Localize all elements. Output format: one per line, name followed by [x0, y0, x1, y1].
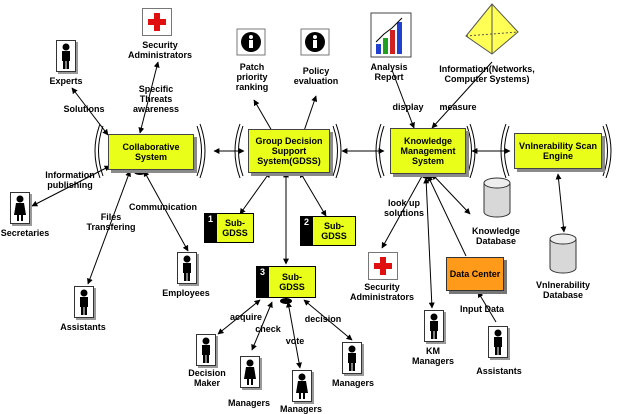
- sub-gdss-1-number: 1: [204, 213, 217, 243]
- policy-eval-label: Policy evaluation: [293, 66, 339, 86]
- pyramid-icon: [462, 2, 522, 63]
- vote-label: vote: [285, 336, 305, 346]
- files-transfering-label: Files Transfering: [86, 212, 136, 232]
- edge-employees: [143, 170, 189, 252]
- km-managers-label: KM Managers: [411, 346, 455, 366]
- sub-gdss-2-label: Sub-GDSS: [313, 216, 356, 246]
- decision-label: decision: [304, 314, 342, 324]
- patch-priority-label: Patch priority ranking: [235, 62, 269, 92]
- knowledge-database-icon: [482, 176, 512, 225]
- hub-sub3: [280, 298, 292, 304]
- communication-label: Communication: [128, 202, 197, 212]
- decision-maker-label: Decision Maker: [188, 368, 226, 388]
- sub-gdss-3-label: Sub-GDSS: [269, 266, 316, 298]
- edge-managers-2: [286, 301, 302, 369]
- info-icon-patch: [236, 28, 266, 61]
- red-cross-icon-top: [142, 8, 172, 36]
- gdss-box: Group Decision Support System(GDSS): [248, 129, 330, 173]
- edge-sub2: [299, 171, 327, 217]
- analysis-report-label: Analysis Report: [370, 62, 408, 82]
- info-publishing-label: Information publishing: [45, 170, 95, 190]
- edge-policy: [303, 95, 318, 132]
- experts-label: Experts: [49, 76, 83, 86]
- hub-collab: [134, 169, 146, 175]
- edge-data-center: [427, 175, 467, 257]
- managers-2-person-icon: [292, 370, 312, 402]
- edge-security-admin-bottom: [381, 175, 423, 249]
- sub-gdss-2-number: 2: [300, 216, 313, 246]
- managers-3-person-icon: [342, 342, 362, 374]
- collaborative-system-box: Collaborative System: [108, 134, 194, 170]
- assistants-left-person-icon: [74, 286, 94, 318]
- employees-label: Employees: [162, 288, 210, 298]
- edge-km-managers: [423, 177, 435, 309]
- edge-info: [431, 61, 493, 129]
- vulnerability-database-icon: [548, 232, 578, 281]
- solutions-label: Solutions: [63, 104, 105, 114]
- edge-managers-3: [303, 299, 353, 341]
- decision-maker-person-icon: [196, 334, 216, 366]
- bar-chart-icon: [370, 12, 412, 63]
- edge-vuln-db: [555, 173, 567, 233]
- sub-gdss-1: 1 Sub-GDSS: [204, 213, 254, 243]
- look-up-label: look up solutions: [384, 198, 424, 218]
- sub-gdss-3-number: 3: [256, 266, 269, 298]
- display-label: display: [392, 102, 424, 112]
- assistants-right-label: Assistants: [476, 366, 522, 376]
- security-admin-bottom-label: Security Administrators: [349, 282, 414, 302]
- assistants-left-label: Assistants: [60, 322, 106, 332]
- edge-assistants-left: [87, 170, 131, 285]
- edge-analysis: [391, 69, 415, 129]
- acquire-label: acquire: [229, 312, 262, 322]
- sub-gdss-2: 2 Sub-GDSS: [300, 216, 356, 246]
- specific-threats-label: Specific Threats awareness: [132, 84, 180, 114]
- measure-label: measure: [439, 102, 477, 112]
- edge-knowledge-db: [431, 173, 471, 215]
- km-managers-person-icon: [424, 310, 444, 342]
- edge-managers-1: [251, 301, 273, 351]
- managers-2-label: Managers: [279, 404, 323, 414]
- secretaries-label: Secretaries: [0, 228, 50, 238]
- info-networks-label: Information(Networks, Computer Systems): [439, 64, 535, 84]
- input-data-label: Input Data: [460, 304, 504, 314]
- sub-gdss-3: 3 Sub-GDSS: [256, 266, 316, 298]
- edge-sub1: [239, 171, 271, 215]
- experts-person-icon: [56, 40, 76, 72]
- assistants-right-person-icon: [488, 326, 508, 358]
- kms-box: Knowledge Management System: [390, 128, 466, 174]
- edge-security-admin-top: [138, 61, 160, 134]
- managers-1-person-icon: [240, 356, 260, 388]
- managers-1-label: Managers: [227, 398, 271, 408]
- edge-assistants-right: [477, 291, 497, 323]
- system-brackets: [94, 123, 612, 179]
- red-cross-icon-bottom: [368, 252, 398, 280]
- managers-3-label: Managers: [331, 378, 375, 388]
- secretaries-person-icon: [10, 192, 30, 224]
- vuln-db-label: Vnlnerability Database: [535, 280, 590, 300]
- hub-kms: [422, 173, 434, 179]
- vulnerability-scan-engine-box: Vnlnerability Scan Engine: [514, 133, 602, 169]
- info-icon-policy: [300, 28, 330, 61]
- data-center-box: Data Center: [446, 257, 504, 291]
- employees-person-icon: [177, 252, 197, 284]
- knowledge-db-label: Knowledge Database: [471, 226, 520, 246]
- edge-experts: [71, 87, 109, 136]
- sub-gdss-1-label: Sub-GDSS: [217, 213, 254, 243]
- security-admin-top-label: Security Administrators: [127, 40, 192, 60]
- check-label: check: [255, 324, 281, 334]
- edge-patch: [253, 99, 273, 132]
